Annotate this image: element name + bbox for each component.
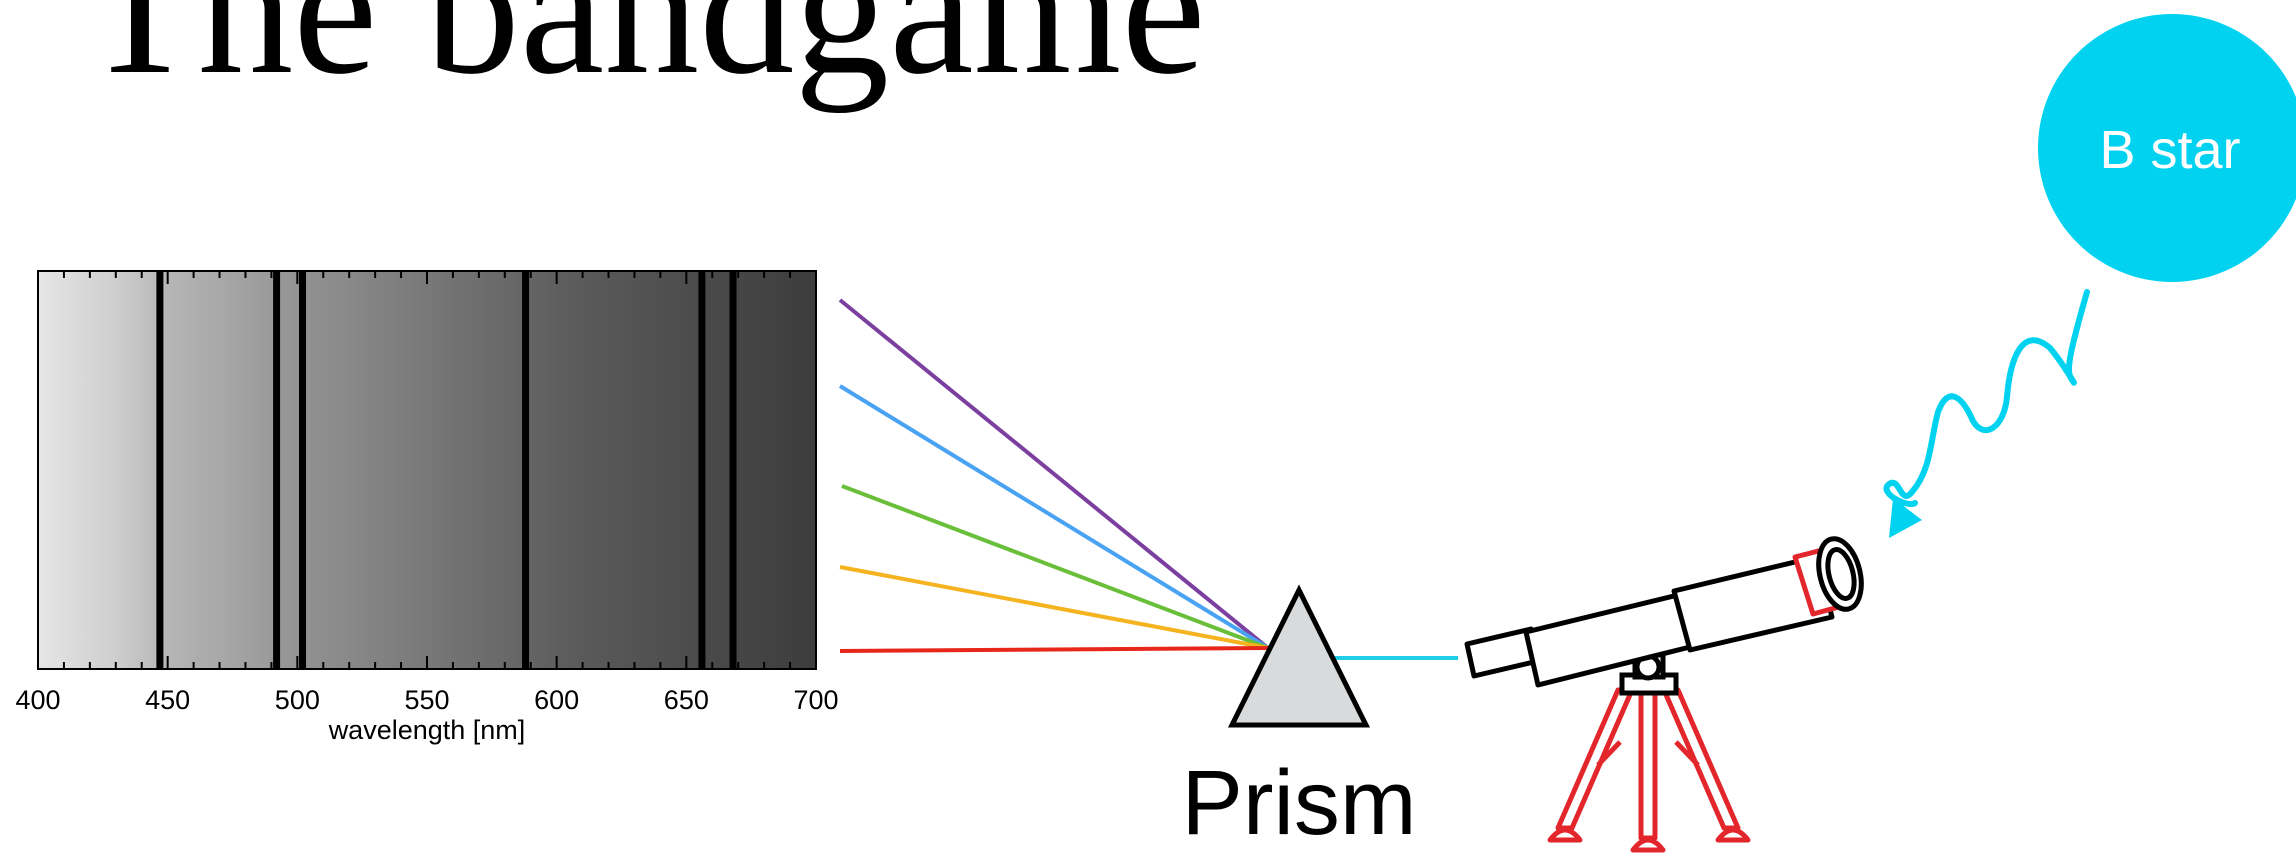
x-tick-label: 600 bbox=[534, 685, 579, 715]
star-circle bbox=[2038, 14, 2296, 282]
star-label: B star bbox=[2099, 120, 2240, 180]
x-tick-label: 550 bbox=[404, 685, 449, 715]
tripod-leg-center bbox=[1638, 687, 1658, 841]
slide-title: The bandgame bbox=[82, 0, 1206, 114]
x-tick-label: 650 bbox=[664, 685, 709, 715]
x-tick-label: 700 bbox=[793, 685, 838, 715]
arrowhead-icon bbox=[1889, 498, 1922, 538]
tripod-foot-center bbox=[1630, 837, 1666, 853]
absorption-line bbox=[522, 271, 530, 669]
tripod-leg-right bbox=[1661, 687, 1741, 831]
tripod-brace-right bbox=[1674, 740, 1700, 767]
x-tick-label: 500 bbox=[275, 685, 320, 715]
tripod-brace-left bbox=[1596, 740, 1622, 767]
minor-ticks bbox=[62, 271, 792, 669]
dispersed-rays bbox=[838, 298, 1270, 653]
incoming-light bbox=[1883, 289, 2090, 538]
dispersed-ray bbox=[841, 484, 1269, 650]
absorption-line bbox=[729, 271, 737, 669]
tripod-foot-right bbox=[1715, 827, 1751, 843]
absorption-line bbox=[698, 271, 706, 669]
absorption-line bbox=[156, 271, 164, 669]
dispersed-ray bbox=[839, 646, 1269, 653]
telescope-tube-main bbox=[1671, 554, 1835, 653]
tripod bbox=[1547, 687, 1751, 853]
dispersed-ray bbox=[839, 565, 1269, 650]
x-tick-label: 450 bbox=[145, 685, 190, 715]
prism-label: Prism bbox=[1181, 752, 1416, 853]
spectrum-continuum bbox=[38, 271, 816, 669]
telescope-lens bbox=[1825, 547, 1857, 601]
spectrum-chart: 400 450 500 550 600 650 700 wavelength [nm] bbox=[15, 270, 839, 745]
tripod-leg-left bbox=[1555, 687, 1635, 831]
x-axis-title: wavelength [nm] bbox=[328, 715, 526, 745]
telescope bbox=[1464, 536, 1864, 688]
dispersed-ray bbox=[838, 298, 1270, 650]
tripod-foot-left bbox=[1547, 827, 1583, 843]
spectrum-frame bbox=[37, 270, 817, 670]
star: B star bbox=[2038, 14, 2296, 282]
absorption-lines bbox=[156, 271, 737, 669]
absorption-line bbox=[273, 271, 281, 669]
dispersed-ray bbox=[838, 384, 1270, 650]
prism-shape bbox=[1227, 584, 1371, 728]
absorption-line bbox=[299, 271, 307, 669]
incoming-light-wave bbox=[1883, 289, 2090, 508]
prism: Prism bbox=[1181, 584, 1417, 853]
x-tick-label: 400 bbox=[15, 685, 60, 715]
tick-labels: 400 450 500 550 600 650 700 bbox=[15, 685, 838, 715]
